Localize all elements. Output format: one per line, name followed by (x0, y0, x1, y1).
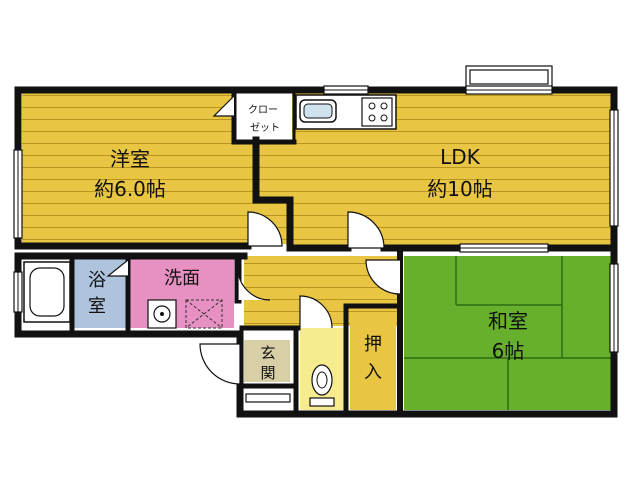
washroom-door (237, 267, 271, 301)
toilet-icon (309, 364, 335, 407)
japanese-door (365, 259, 401, 295)
western-room-size: 約6.0帖 (94, 177, 166, 201)
doors (106, 95, 401, 385)
windows (13, 65, 619, 403)
oshiire-label-line2: 入 (364, 362, 382, 383)
closet-label-line1: クロー (248, 104, 278, 116)
oshiire-floor (350, 312, 396, 410)
stove-icon (361, 97, 393, 127)
entrance-floor (244, 340, 290, 382)
entrance-door (199, 343, 241, 385)
washroom-label: 洗面 (164, 268, 200, 289)
oshiire-label-line1: 押 (364, 334, 382, 355)
closet-floor (234, 92, 292, 140)
entrance-label-line1: 玄 (260, 344, 275, 362)
ldk-door (347, 211, 385, 249)
western-room-name: 洋室 (110, 147, 150, 171)
closet-door (212, 95, 235, 117)
ldk-size: 約10帖 (427, 177, 492, 201)
bath-door (106, 259, 129, 277)
bath-label-line2: 室 (88, 296, 106, 317)
japanese-room-size: 6帖 (492, 339, 525, 363)
toilet-door (299, 295, 333, 329)
ldk-name: LDK (440, 145, 481, 169)
tatami-lines (404, 256, 612, 410)
bath-label-line1: 浴 (88, 270, 106, 291)
western-door (247, 211, 283, 247)
labels: 洋室 約6.0帖 LDK 約10帖 和室 6帖 浴 室 洗面 玄 関 クロー ゼ… (88, 104, 528, 383)
washing-machine-space (185, 299, 223, 329)
japanese-room-name: 和室 (488, 309, 528, 333)
washroom-floor (130, 258, 234, 328)
window-entrance (245, 393, 291, 403)
closet-label-line2: ゼット (250, 122, 280, 134)
entrance-label-line2: 関 (260, 364, 275, 382)
